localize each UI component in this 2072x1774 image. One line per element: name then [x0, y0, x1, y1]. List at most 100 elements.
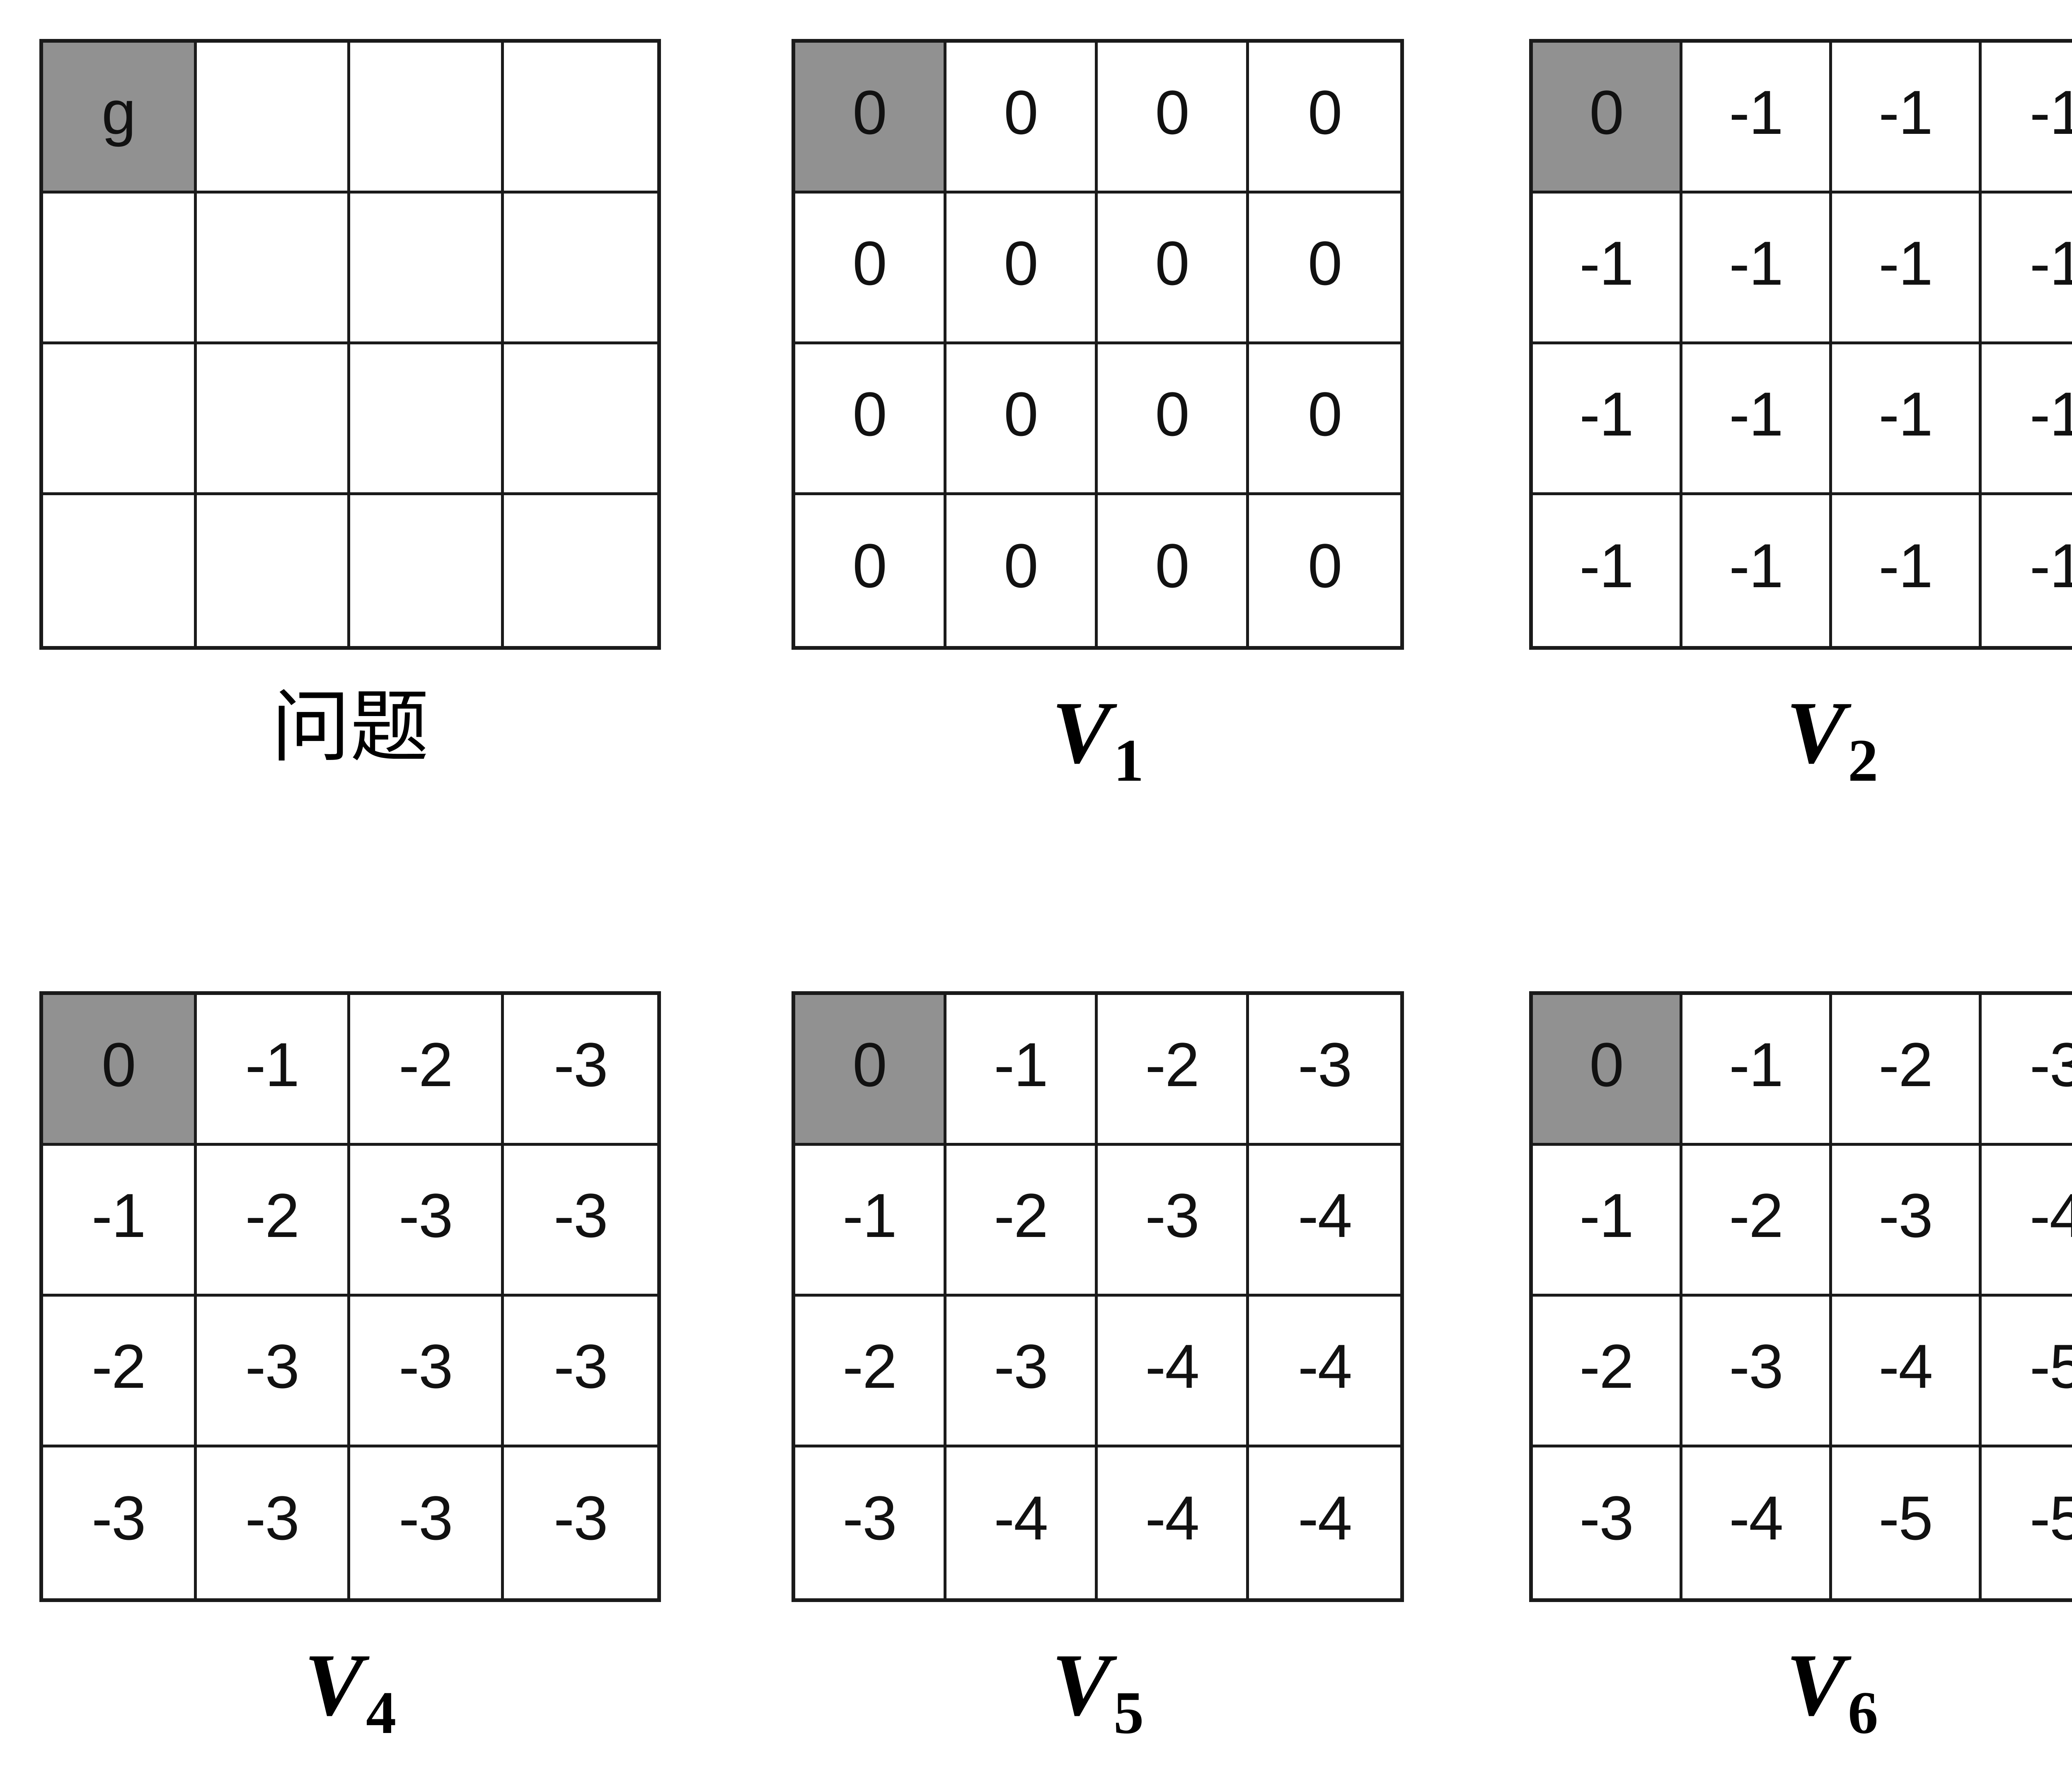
grid-cell[interactable]	[196, 495, 350, 646]
grid-cell[interactable]	[350, 344, 504, 495]
grid-cell[interactable]: 0	[1098, 194, 1249, 344]
grid-cell[interactable]: -1	[1982, 43, 2072, 194]
grid-cell[interactable]	[350, 194, 504, 344]
grid-cell[interactable]: -1	[1533, 1146, 1682, 1297]
grid-cell[interactable]: -2	[1533, 1297, 1682, 1447]
grid-cell[interactable]: -4	[1249, 1146, 1400, 1297]
grid-cell[interactable]: -3	[1982, 995, 2072, 1146]
grid-cell[interactable]: -4	[1098, 1447, 1249, 1598]
grid-cell[interactable]: -1	[1682, 43, 1832, 194]
grid-cell[interactable]: -4	[1249, 1297, 1400, 1447]
grid-cell[interactable]: 0	[795, 495, 946, 646]
grid-cell[interactable]: -2	[1098, 995, 1249, 1146]
grid-cell[interactable]: -4	[946, 1447, 1098, 1598]
goal-cell[interactable]: g	[43, 43, 197, 194]
grid-cell[interactable]: -1	[1682, 194, 1832, 344]
cell-value: -4	[1145, 1483, 1199, 1553]
grid-cell[interactable]: 0	[946, 495, 1098, 646]
grid-cell[interactable]: -1	[1533, 495, 1682, 646]
grid-cell[interactable]: -3	[503, 1297, 657, 1447]
grid-cell[interactable]: 0	[1249, 194, 1400, 344]
grid-cell[interactable]	[43, 194, 197, 344]
grid-cell[interactable]	[503, 194, 657, 344]
grid-cell[interactable]: -1	[43, 1146, 197, 1297]
grid-cell[interactable]: -1	[1832, 344, 1982, 495]
grid-cell[interactable]: -2	[1682, 1146, 1832, 1297]
grid-cell[interactable]: -4	[1682, 1447, 1832, 1598]
grid-cell[interactable]: -3	[196, 1447, 350, 1598]
grid-cell[interactable]: -1	[1682, 995, 1832, 1146]
grid-cell[interactable]	[503, 495, 657, 646]
grid-cell[interactable]	[350, 495, 504, 646]
grid-cell[interactable]: -4	[1249, 1447, 1400, 1598]
grid-cell[interactable]: 0	[946, 43, 1098, 194]
grid-cell[interactable]: 0	[795, 344, 946, 495]
grid-cell[interactable]: -2	[946, 1146, 1098, 1297]
grid-cell[interactable]: -3	[503, 1146, 657, 1297]
grid-cell[interactable]: -3	[350, 1447, 504, 1598]
grid-cell[interactable]: -1	[1982, 344, 2072, 495]
grid-cell[interactable]: -5	[1982, 1447, 2072, 1598]
grid-cell[interactable]: 0	[1249, 495, 1400, 646]
grid-cell[interactable]: -1	[196, 995, 350, 1146]
caption-symbol: V	[1786, 1635, 1846, 1734]
cell-value: -2	[92, 1331, 146, 1401]
grid-cell[interactable]: 0	[1249, 43, 1400, 194]
grid-cell[interactable]: -1	[1682, 495, 1832, 646]
goal-cell[interactable]: 0	[795, 43, 946, 194]
grid-cell[interactable]: -2	[795, 1297, 946, 1447]
grid-cell[interactable]: -1	[1832, 194, 1982, 344]
grid-cell[interactable]: -4	[1832, 1297, 1982, 1447]
grid-cell[interactable]: -3	[1832, 1146, 1982, 1297]
grid-cell[interactable]	[196, 344, 350, 495]
grid-cell[interactable]: 0	[946, 194, 1098, 344]
grid-cell[interactable]: -3	[350, 1146, 504, 1297]
grid-cell[interactable]	[503, 43, 657, 194]
grid-cell[interactable]	[43, 495, 197, 646]
grid-cell[interactable]: -3	[1098, 1146, 1249, 1297]
grid-cell[interactable]: -5	[1982, 1297, 2072, 1447]
grid-cell[interactable]: -4	[1098, 1297, 1249, 1447]
grid-cell[interactable]: 0	[1098, 344, 1249, 495]
grid-cell[interactable]: 0	[946, 344, 1098, 495]
grid-cell[interactable]: -1	[1533, 344, 1682, 495]
grid-cell[interactable]: -2	[43, 1297, 197, 1447]
grid-cell[interactable]: -5	[1832, 1447, 1982, 1598]
grid-cell[interactable]: -4	[1982, 1146, 2072, 1297]
grid-cell[interactable]: -1	[1982, 495, 2072, 646]
grid-cell[interactable]: 0	[1098, 43, 1249, 194]
grid-cell[interactable]: 0	[1249, 344, 1400, 495]
grid-cell[interactable]: -3	[795, 1447, 946, 1598]
grid-cell[interactable]: -3	[1682, 1297, 1832, 1447]
grid-cell[interactable]: -3	[196, 1297, 350, 1447]
grid-cell[interactable]: -3	[503, 995, 657, 1146]
grid-cell[interactable]: -3	[503, 1447, 657, 1598]
grid-cell[interactable]	[196, 43, 350, 194]
grid-cell[interactable]: 0	[1098, 495, 1249, 646]
grid-cell[interactable]: -1	[946, 995, 1098, 1146]
grid-cell[interactable]	[503, 344, 657, 495]
grid-cell[interactable]: -2	[350, 995, 504, 1146]
cell-value: -1	[1579, 530, 1634, 600]
goal-cell[interactable]: 0	[43, 995, 197, 1146]
grid-cell[interactable]: -1	[1682, 344, 1832, 495]
grid-cell[interactable]: -1	[1832, 495, 1982, 646]
grid-cell[interactable]: -2	[196, 1146, 350, 1297]
grid-cell[interactable]: -3	[350, 1297, 504, 1447]
grid-cell[interactable]: -1	[1982, 194, 2072, 344]
grid-cell[interactable]: -2	[1832, 995, 1982, 1146]
grid-cell[interactable]: -1	[795, 1146, 946, 1297]
grid-cell[interactable]: -3	[43, 1447, 197, 1598]
grid-cell[interactable]: -3	[1249, 995, 1400, 1146]
grid-cell[interactable]: 0	[795, 194, 946, 344]
grid-cell[interactable]: -3	[1533, 1447, 1682, 1598]
goal-cell[interactable]: 0	[1533, 43, 1682, 194]
goal-cell[interactable]: 0	[1533, 995, 1682, 1146]
goal-cell[interactable]: 0	[795, 995, 946, 1146]
grid-cell[interactable]: -3	[946, 1297, 1098, 1447]
grid-cell[interactable]	[196, 194, 350, 344]
grid-cell[interactable]: -1	[1533, 194, 1682, 344]
grid-cell[interactable]	[43, 344, 197, 495]
grid-cell[interactable]: -1	[1832, 43, 1982, 194]
grid-cell[interactable]	[350, 43, 504, 194]
